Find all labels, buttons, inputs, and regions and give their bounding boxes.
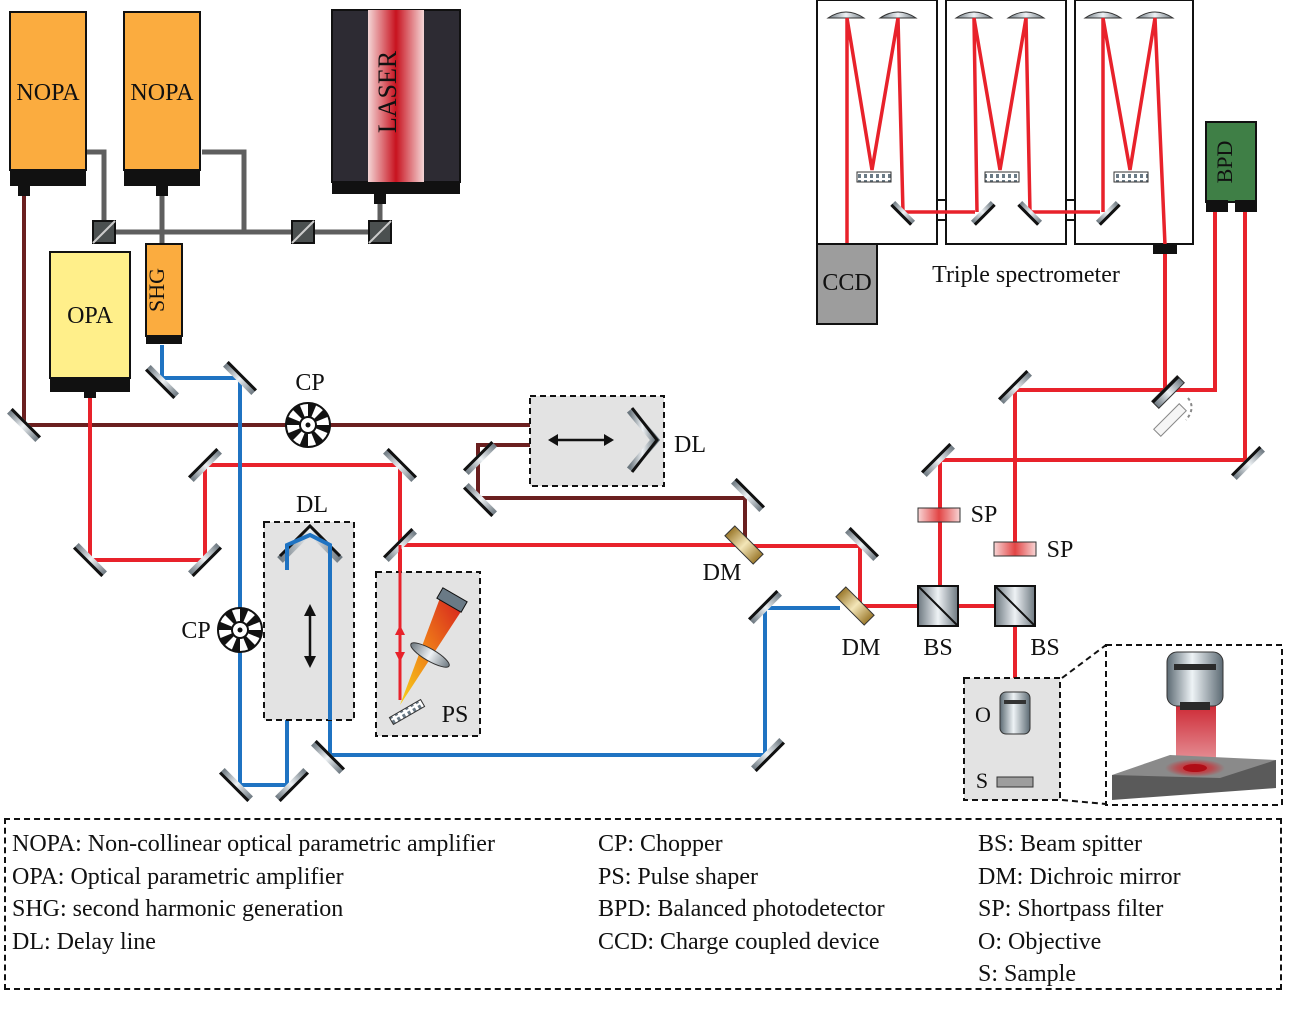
- shortpass-filter-right: [993, 541, 1037, 557]
- mirror: [748, 590, 782, 624]
- nopa-2: NOPA: [123, 11, 201, 196]
- dl-top-label: DL: [674, 432, 706, 458]
- ps-label: PS: [442, 702, 469, 728]
- mirror: [311, 740, 345, 774]
- mirror: [188, 448, 222, 482]
- cp-left-label: CP: [181, 618, 210, 644]
- legend-item-opa: OPA: Optical parametric amplifier: [12, 863, 344, 890]
- cp-top-label: CP: [295, 370, 324, 396]
- mirror: [73, 543, 107, 577]
- legend-item-bpd: BPD: Balanced photodetector: [598, 896, 885, 922]
- objective-sample-panel: O S: [963, 677, 1061, 801]
- legend-column-3: BS: Beam spitter DM: Dichroic mirror SP:…: [978, 828, 1181, 991]
- legend-item-ccd: CCD: Charge coupled device: [598, 928, 880, 955]
- mirror: [1231, 446, 1265, 480]
- mirrors: [7, 361, 1265, 802]
- legend-item-dl: DL: Delay line: [12, 928, 156, 955]
- mirror: [7, 408, 41, 442]
- shg-label: SHG: [144, 268, 169, 312]
- legend-item-ps: PS: Pulse shaper: [598, 863, 759, 890]
- nopa-1-label: NOPA: [16, 80, 80, 106]
- triple-spectrometer-label: Triple spectrometer: [932, 262, 1120, 288]
- ccd-camera: CCD: [816, 243, 878, 325]
- ccd-label: CCD: [822, 270, 871, 296]
- objective-label: O: [975, 702, 991, 727]
- splitter-cube-2: [291, 220, 315, 244]
- pulse-shaper: PS: [375, 545, 481, 737]
- mirror: [223, 361, 257, 395]
- pump-routing-lines: [84, 149, 383, 245]
- mirror: [383, 448, 417, 482]
- bs-left-label: BS: [923, 635, 952, 661]
- balanced-photodetector: BPD: [1205, 121, 1257, 212]
- mirror: [921, 443, 955, 477]
- bs-right-label: BS: [1030, 635, 1059, 661]
- zoom-connector-lines: [1061, 644, 1107, 805]
- mirror: [731, 478, 765, 512]
- mirror: [751, 738, 785, 772]
- sample-label: S: [976, 768, 988, 793]
- opa: OPA: [49, 251, 131, 398]
- nopa-2-label: NOPA: [130, 80, 194, 106]
- dichroic-mirror-lower: [835, 586, 875, 626]
- mirror: [275, 768, 309, 802]
- mirror: [188, 543, 222, 577]
- splitter-cube-3: [368, 220, 392, 244]
- mirror: [463, 483, 497, 517]
- legend-item-nopa: NOPA: Non-collinear optical parametric a…: [12, 831, 495, 857]
- mirror: [998, 370, 1032, 404]
- legend-column-2: CP: Chopper PS: Pulse shaper BPD: Balanc…: [598, 828, 885, 958]
- legend-item-cp: CP: Chopper: [598, 831, 723, 857]
- dm-upper-label: DM: [703, 560, 742, 586]
- mirror: [463, 441, 497, 475]
- opa-label: OPA: [67, 303, 113, 329]
- red-beam-paths: [88, 210, 1247, 775]
- chopper-top: [285, 402, 331, 448]
- sp-left-label: SP: [971, 502, 998, 528]
- legend-item-shg: SHG: second harmonic generation: [12, 896, 344, 922]
- beam-splitter-left: [917, 585, 959, 627]
- legend-item-bs: BS: Beam spitter: [978, 831, 1142, 857]
- legend-item-s: S: Sample: [978, 961, 1077, 987]
- mirror: [145, 365, 179, 399]
- flip-mirror: [1151, 375, 1193, 437]
- pump-splitter-cubes: [92, 220, 392, 244]
- legend-box: NOPA: Non-collinear optical parametric a…: [4, 818, 1282, 990]
- chopper-left: [217, 607, 263, 653]
- triple-spectrometer: Triple spectrometer: [816, 0, 1194, 288]
- dl-left-label: DL: [296, 492, 328, 518]
- mirror: [219, 768, 253, 802]
- legend-item-o: O: Objective: [978, 928, 1102, 955]
- delay-line-top: DL: [529, 395, 706, 487]
- bpd-label: BPD: [1212, 141, 1237, 184]
- delay-line-left: DL: [263, 492, 355, 721]
- laser-label: LASER: [373, 50, 402, 133]
- mirror: [845, 527, 879, 561]
- sp-right-label: SP: [1047, 537, 1074, 563]
- zoom-inset: [1105, 644, 1283, 806]
- beam-splitter-right: [994, 585, 1036, 627]
- legend-column-1: NOPA: Non-collinear optical parametric a…: [12, 828, 495, 958]
- splitter-cube-1: [92, 220, 116, 244]
- legend-item-dm: DM: Dichroic mirror: [978, 863, 1181, 890]
- shg: SHG: [144, 243, 183, 344]
- legend-item-sp: SP: Shortpass filter: [978, 896, 1164, 922]
- nopa-1: NOPA: [9, 11, 87, 196]
- laser-source: LASER: [331, 9, 461, 204]
- spectrometer-mirrors: [890, 200, 1121, 226]
- dm-lower-label: DM: [842, 635, 881, 661]
- dichroic-mirror-upper: [724, 525, 764, 565]
- shortpass-filter-left: [917, 507, 961, 523]
